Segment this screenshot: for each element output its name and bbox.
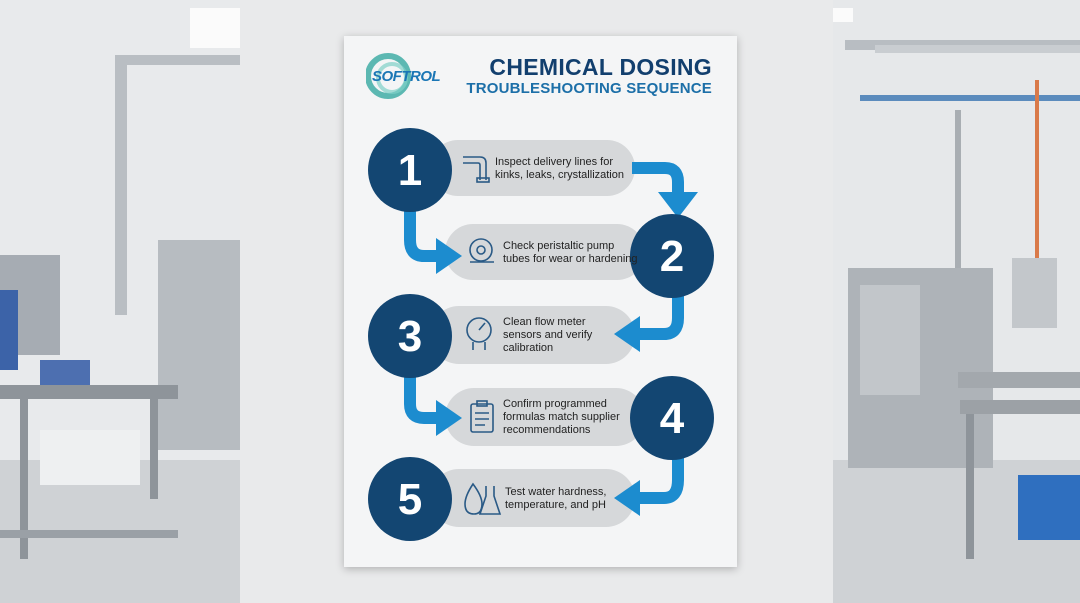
gauge-icon [466, 317, 492, 350]
step-1-line-1: Inspect delivery lines for [495, 156, 613, 168]
arrow-1-to-2 [632, 162, 684, 192]
step-1-text: Inspect delivery lines for kinks, leaks,… [495, 156, 624, 182]
arrow-head-3 [614, 316, 640, 352]
arrow-3-to-step-4 [404, 372, 436, 424]
pump-icon [469, 238, 494, 263]
pipe-icon [463, 156, 490, 183]
step-1-circle [368, 128, 452, 212]
step-5-number: 5 [397, 475, 423, 524]
step-3-pill [430, 306, 635, 364]
poster-subtitle: TROUBLESHOOTING SEQUENCE [466, 80, 712, 97]
brand-name: SOFTROL [372, 68, 441, 85]
step-3-line-3: calibration [503, 342, 554, 354]
arrow-4-to-5 [640, 456, 684, 504]
step-5-circle [368, 457, 452, 541]
clipboard-icon [470, 400, 494, 433]
step-1-line-2: kinks, leaks, crystallization [495, 169, 624, 181]
step-3-line-1: Clean flow meter [503, 316, 586, 328]
step-3-line-2: sensors and verify [503, 329, 593, 341]
step-4-circle [630, 376, 714, 460]
step-4-line-3: recommendations [503, 424, 591, 436]
step-3-circle [368, 294, 452, 378]
arrow-head-step4 [436, 400, 462, 436]
arrow-head-step2 [436, 238, 462, 274]
step-1-number: 1 [397, 146, 423, 195]
flow-arrows [404, 162, 684, 504]
step-4-number: 4 [659, 394, 685, 443]
poster-title: CHEMICAL DOSING [489, 54, 712, 80]
step-5-line-2: temperature, and pH [505, 499, 606, 511]
step-2-pill [445, 224, 645, 280]
step-5-line-1: Test water hardness, [505, 486, 607, 498]
step-2-text: Check peristaltic pump tubes for wear or… [503, 240, 638, 266]
step-2-number: 2 [659, 232, 685, 281]
softrol-logo-icon [366, 53, 411, 99]
step-5-text: Test water hardness, temperature, and pH [505, 486, 607, 512]
step-4-text: Confirm programmed formulas match suppli… [503, 398, 620, 437]
arrow-heads [436, 192, 698, 516]
arrow-1-to-step-2 [404, 208, 436, 262]
step-4-pill [445, 388, 645, 446]
step-2-line-2: tubes for wear or hardening [503, 253, 638, 265]
arrow-2-to-3 [640, 292, 684, 340]
step-3-text: Clean flow meter sensors and verify cali… [503, 316, 592, 355]
water-flask-icon [464, 482, 502, 515]
step-4-line-1: Confirm programmed [503, 398, 607, 410]
step-3-number: 3 [397, 312, 423, 361]
step-2-circle [630, 214, 714, 298]
arrow-head-2 [658, 192, 698, 218]
left-room [0, 0, 240, 559]
arrow-head-5 [614, 480, 640, 516]
step-2-line-1: Check peristaltic pump [503, 240, 615, 252]
step-4-line-2: formulas match supplier [503, 411, 620, 423]
right-room [833, 0, 1080, 559]
